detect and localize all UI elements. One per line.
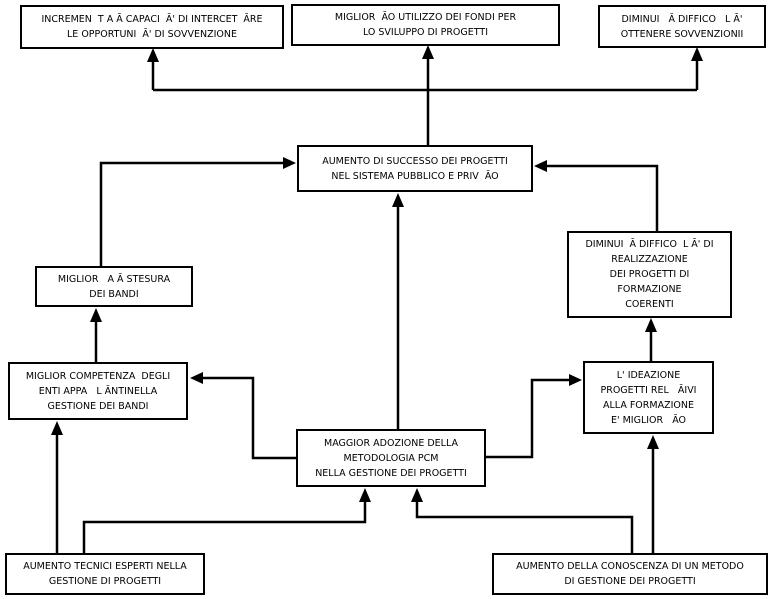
arrow-conoscenza-to-adozione — [411, 488, 634, 553]
arrow-tecnici-to-adozione — [82, 488, 371, 553]
arrow-adozione-to-competenza — [190, 372, 296, 460]
node-aumento-tecnici: AUMENTO TECNICI ESPERTI NELLA GESTIONE D… — [5, 553, 205, 595]
node-incrementata-capacita: INCREMEN T A Ā CAPACI Ā' DI INTERCET ĀRE… — [20, 5, 284, 49]
arrow-adozione-to-successo — [392, 193, 404, 429]
arrow-successo-to-top-goals — [147, 45, 703, 145]
node-migliorata-stesura: MIGLIOR A Ā STESURA DEI BANDI — [35, 266, 193, 307]
node-aumento-successo: AUMENTO DI SUCCESSO DEI PROGETTI NEL SIS… — [297, 145, 533, 192]
arrow-adozione-to-ideazione — [486, 374, 582, 459]
arrow-conoscenza-to-ideazione — [647, 435, 659, 553]
arrow-stesura-to-successo — [99, 157, 296, 266]
node-ideazione-progetti: L' IDEAZIONE PROGETTI REL ĀIVI ALLA FORM… — [583, 361, 714, 434]
arrow-ideazione-to-realizzazione — [645, 318, 657, 361]
node-aumento-conoscenza: AUMENTO DELLA CONOSCENZA DI UN METODO DI… — [492, 553, 768, 595]
node-maggior-adozione: MAGGIOR ADOZIONE DELLA METODOLOGIA PCM N… — [296, 429, 486, 487]
arrow-tecnici-to-competenza — [51, 421, 63, 553]
node-migliorato-utilizzo: MIGLIOR ĀO UTILIZZO DEI FONDI PER LO SVI… — [291, 4, 560, 46]
node-miglior-competenza: MIGLIOR COMPETENZA DEGLI ENTI APPA L ĀNT… — [8, 362, 188, 420]
node-diminuita-realizzazione: DIMINUI Ā DIFFICO L Ā' DI REALIZZAZIONE … — [567, 231, 732, 318]
arrow-realizzazione-to-successo — [534, 160, 659, 231]
arrow-competenza-to-stesura — [90, 308, 102, 362]
node-diminuita-difficolta: DIMINUI Ā DIFFICO L Ā' OTTENERE SOVVENZI… — [598, 5, 766, 48]
